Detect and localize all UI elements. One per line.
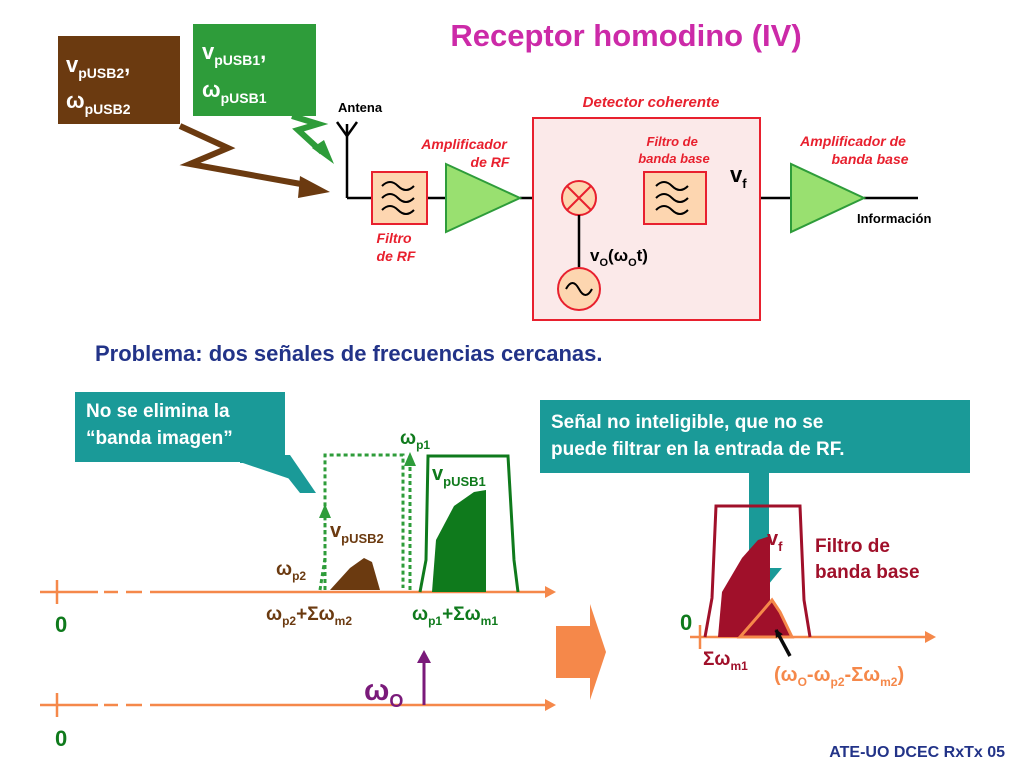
svg-text:No se elimina la “banda: No se elimina la “banda imagen” xyxy=(86,401,235,449)
callout-image-band: No se elimina la “banda imagen” xyxy=(75,392,285,462)
footer-credit: ATE-UO DCEC RxTx 05 xyxy=(829,744,1005,761)
spectrum-bottom-zero: 0 xyxy=(55,726,67,751)
antenna xyxy=(335,121,359,198)
local-oscillator xyxy=(557,267,601,311)
spectrum-usb1 xyxy=(432,490,486,592)
baseband-filter-label: Filtro de banda base xyxy=(638,134,710,166)
svg-text:vpUSB2,: vpUSB2, xyxy=(66,52,130,81)
rf-amplifier-block xyxy=(445,162,523,234)
sum1-label: ωp1+Σωm1 xyxy=(412,604,498,628)
baseband-amplifier-block xyxy=(790,162,867,234)
spectrum-bottom xyxy=(40,650,556,717)
oscillator-label: vO(ωOt) xyxy=(590,246,648,269)
mixer-symbol xyxy=(561,180,597,216)
wo-label: ωO xyxy=(364,674,403,711)
spectrum-right-zero: 0 xyxy=(680,610,692,635)
spectrum-top xyxy=(40,452,556,604)
slide-title: Receptor homodino (IV) xyxy=(450,18,801,53)
vpusb1-label: vpUSB1 xyxy=(432,463,486,489)
problem-statement: Problema: dos señales de frecuencias cer… xyxy=(95,341,602,366)
wp1-label: ωp1 xyxy=(400,428,430,452)
svg-text:ωpUSB2: ωpUSB2 xyxy=(66,88,131,117)
spectrum-usb2 xyxy=(330,558,380,590)
vf-label: vf xyxy=(730,162,747,191)
sum2-label: ωp2+Σωm2 xyxy=(266,604,352,628)
rf-filter-block xyxy=(371,171,428,225)
image-difference-label: (ωO-ωp2-Σωm2) xyxy=(774,664,904,689)
rf-filter-label: Filtro de RF xyxy=(377,230,416,264)
baseband-filter-block xyxy=(643,171,707,225)
spectrum-image-band xyxy=(736,597,795,639)
svg-text:Señal no inteligible, que no s: Señal no inteligible, que no se puede fi… xyxy=(551,412,845,460)
baseband-filter-spectrum-label: Filtro de banda base xyxy=(815,536,920,583)
coherent-detector-label: Detector coherente xyxy=(583,94,720,111)
signal-arrow-usb1 xyxy=(291,113,329,155)
vf-spectrum-label: vf xyxy=(767,528,783,554)
signal-arrow-usb2 xyxy=(178,123,313,189)
svg-text:ωpUSB1: ωpUSB1 xyxy=(202,77,267,106)
spectrum-right xyxy=(690,504,936,657)
vpusb2-label: vpUSB2 xyxy=(330,520,384,546)
antenna-label: Antena xyxy=(338,100,383,115)
signal-box-usb2: vpUSB2, ωpUSB2 xyxy=(58,36,180,124)
transform-arrow xyxy=(556,604,606,700)
signal-box-usb1: vpUSB1, ωpUSB1 xyxy=(193,24,316,116)
callout-image-band-pointer xyxy=(242,462,312,490)
baseband-amplifier-label: Amplificador de banda base xyxy=(799,133,910,167)
svg-text:vpUSB1,: vpUSB1, xyxy=(202,39,266,68)
spectrum-top-zero: 0 xyxy=(55,612,67,637)
output-label: Información xyxy=(857,211,931,226)
sum-m1-label: Σωm1 xyxy=(703,649,748,673)
wp2-label: ωp2 xyxy=(276,559,306,583)
callout-unintelligible: Señal no inteligible, que no se puede fi… xyxy=(540,400,970,473)
spectrum-desired-signal xyxy=(718,536,770,637)
rf-amplifier-label: Amplificador de RF xyxy=(420,136,510,170)
